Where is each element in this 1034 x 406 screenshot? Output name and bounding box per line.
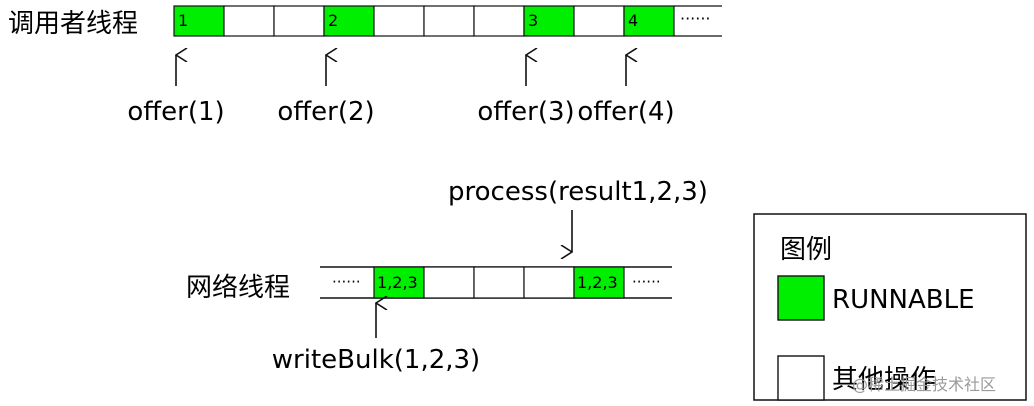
legend: 图例 RUNNABLE 其他操作 — [753, 213, 1027, 401]
writebulk-label: writeBulk(1,2,3) — [272, 345, 480, 375]
caller-cell-label: 1 — [178, 11, 188, 30]
offer-label-1: offer(1) — [127, 97, 224, 127]
caller-cell-label: 2 — [328, 11, 338, 30]
caller-cell-10 — [623, 5, 675, 37]
network-thread-label: 网络线程 — [186, 273, 290, 303]
watermark: @稀土掘金技术社区 — [852, 375, 996, 394]
network-leading-dots: ······ — [332, 273, 361, 291]
legend-label-runnable: RUNNABLE — [832, 285, 975, 315]
caller-cell-7 — [473, 5, 525, 37]
legend-items: RUNNABLE 其他操作 — [777, 275, 975, 401]
legend-label-other: 其他操作 — [832, 365, 936, 395]
caller-cell-3 — [273, 5, 325, 37]
legend-title: 图例 — [780, 235, 832, 265]
network-thread-row: 网络线程 ······ ······ 1,2,3 1,2,3 process(re… — [186, 177, 708, 375]
offer-label-2: offer(2) — [277, 97, 374, 127]
network-cell-3 — [473, 266, 525, 299]
caller-cell-5 — [373, 5, 425, 37]
offer-label-3: offer(3) — [477, 97, 574, 127]
caller-cell-label: 3 — [528, 11, 538, 30]
network-cell-label: 1,2,3 — [377, 273, 418, 292]
legend-swatch-runnable — [777, 275, 825, 321]
legend-swatch-other — [777, 355, 825, 401]
caller-trailing-dots: ······ — [680, 9, 711, 28]
caller-cell-6 — [423, 5, 475, 37]
caller-cell-2 — [223, 5, 275, 37]
offer-label-4: offer(4) — [577, 97, 674, 127]
caller-cell-8 — [523, 5, 575, 37]
process-label: process(result1,2,3) — [448, 177, 708, 207]
network-thread-cells: 1,2,3 1,2,3 — [373, 266, 625, 299]
network-trailing-dots: ······ — [632, 273, 661, 291]
caller-cell-1 — [173, 5, 225, 37]
caller-thread-cells: 1 2 3 4 — [173, 5, 722, 37]
network-cell-2 — [423, 266, 475, 299]
network-call-annotations: process(result1,2,3) writeBulk(1,2,3) — [272, 177, 708, 375]
network-cell-5 — [573, 266, 625, 299]
caller-cell-label: 4 — [628, 11, 638, 30]
caller-cell-4 — [323, 5, 375, 37]
network-cell-label: 1,2,3 — [577, 273, 618, 292]
caller-cell-9 — [573, 5, 625, 37]
caller-call-annotations: offer(1) offer(2) offer(3)offer(4) — [127, 55, 675, 127]
caller-thread-label: 调用者线程 — [8, 9, 138, 39]
network-cell-4 — [523, 266, 575, 299]
